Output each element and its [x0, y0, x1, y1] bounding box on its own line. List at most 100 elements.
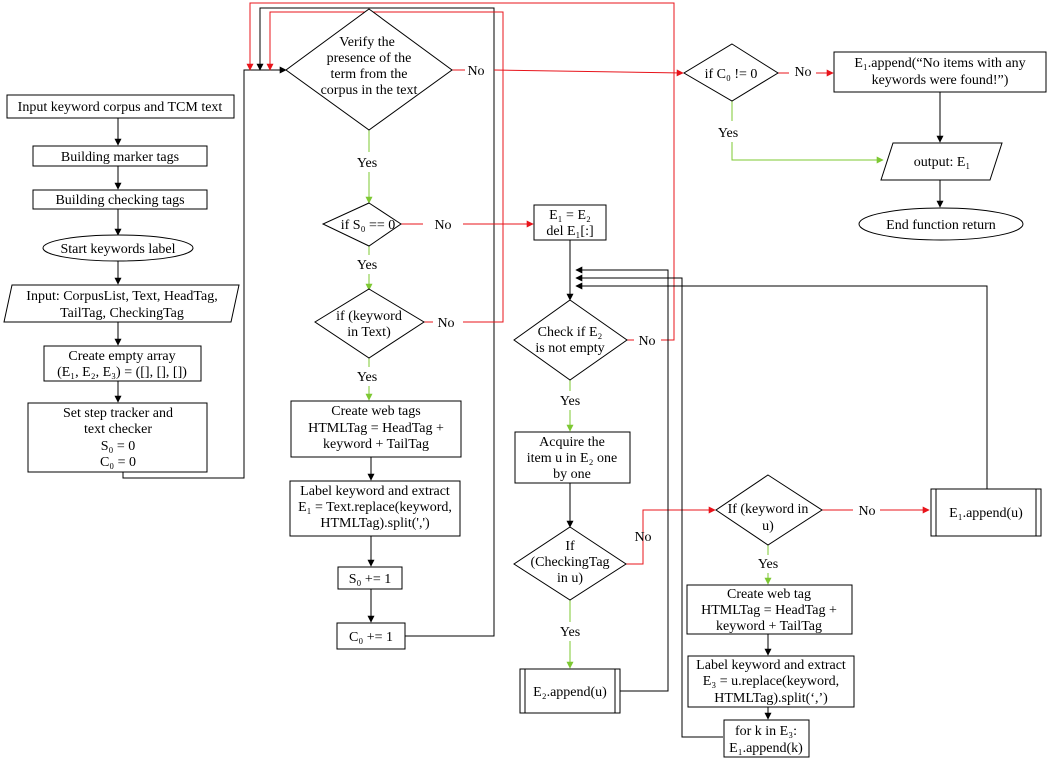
node-if-keyword-u-l2: u) [762, 519, 774, 534]
node-create-web-tags-l1: Create web tags [331, 404, 420, 419]
node-output-label: output: E₁ [914, 155, 971, 170]
node-if-checking-tag: If (CheckingTag in u) [513, 526, 627, 601]
node-if-keyword-text-l2: in Text) [347, 325, 391, 340]
node-acquire-item-l3: by one [553, 467, 591, 482]
node-create-array: Create empty array (E₁, E₂, E₃) = ([], [… [43, 345, 202, 382]
node-acquire-item-l2: item u in E₂ one [527, 451, 617, 466]
node-e1-append-msg: E₁.append(“No items with any keywords we… [833, 51, 1047, 93]
arrow-kw-no-b [266, 11, 504, 323]
node-start-label: Start keywords label [42, 234, 194, 262]
node-check-e2-l2: is not empty [535, 341, 604, 356]
label-check-no: No [638, 334, 655, 349]
node-if-checking-tag-l3: in u) [557, 571, 583, 586]
node-marker-tags: Building marker tags [32, 145, 208, 167]
node-if-c0: if C₀ != 0 [683, 43, 779, 102]
node-create-web-tag-2: Create web tag HTMLTag = HeadTag + keywo… [686, 584, 853, 635]
arrow-e2append-loop [575, 266, 669, 692]
node-step-tracker-l4: C₀ = 0 [100, 455, 136, 470]
node-label-extract-2-l3: HTMLTag).split(‘,’) [714, 691, 828, 706]
node-for-k: for k in E₃: E₁.append(k) [723, 719, 810, 758]
node-input-params-l2: TailTag, CheckingTag [60, 306, 184, 321]
connectors [114, 2, 988, 738]
node-label-extract-2-l2: E₃ = u.replace(keyword, [703, 674, 839, 689]
node-end: End function return [858, 207, 1024, 241]
arrow-c0-yes-b [731, 142, 884, 164]
node-e1-append-u: E₁.append(u) [930, 488, 1042, 537]
node-step-tracker-l1: Set step tracker and [63, 406, 173, 421]
node-label-extract-1-l3: HTMLTag).split(',') [320, 516, 430, 531]
node-check-e2: Check if E₂ is not empty [513, 299, 628, 381]
label-s0-yes: Yes [357, 258, 377, 273]
arrow-verify-no-b [493, 69, 684, 77]
node-label-extract-1-l2: E₁ = Text.replace(keyword, [298, 500, 452, 515]
node-label-extract-1-l1: Label keyword and extract [300, 484, 450, 499]
node-e2-append-label: E₂.append(u) [533, 685, 607, 700]
node-for-k-l2: E₁.append(k) [729, 741, 803, 756]
node-e1-append-msg-l2: keywords were found!”) [872, 73, 1009, 88]
node-e1-eq-e2-l2: del E₁[:] [546, 224, 593, 239]
label-c0-no: No [794, 65, 811, 80]
node-if-s0-label: if S₀ == 0 [341, 218, 396, 233]
node-input-corpus-label: Input keyword corpus and TCM text [18, 100, 223, 115]
node-create-web-tag-2-l2: HTMLTag = HeadTag + [701, 603, 837, 618]
node-verify-term-l4: corpus in the text [321, 83, 418, 98]
node-create-web-tags: Create web tags HTMLTag = HeadTag + keyw… [290, 400, 462, 458]
node-verify-term-l2: presence of the [327, 51, 412, 66]
label-kw-no: No [437, 316, 454, 331]
label-verify-yes: Yes [357, 156, 377, 171]
node-step-tracker: Set step tracker and text checker S₀ = 0… [27, 402, 208, 473]
label-s0-no: No [434, 218, 451, 233]
node-acquire-item-l1: Acquire the [539, 435, 605, 450]
node-s0-inc: S₀ += 1 [337, 566, 403, 590]
label-verify-no: No [467, 64, 484, 79]
node-create-web-tag-2-l1: Create web tag [727, 587, 811, 602]
label-c0-yes: Yes [718, 126, 738, 141]
node-input-corpus: Input keyword corpus and TCM text [6, 94, 235, 119]
node-verify-term-l3: term from the [331, 67, 408, 82]
node-if-keyword-text: if (keyword in Text) [314, 288, 425, 359]
node-e1-append-u-label: E₁.append(u) [949, 506, 1023, 521]
node-step-tracker-l2: text checker [84, 422, 152, 437]
node-e1-eq-e2: E₁ = E₂ del E₁[:] [533, 204, 607, 241]
node-acquire-item: Acquire the item u in E₂ one by one [514, 431, 631, 484]
node-e2-append: E₂.append(u) [519, 668, 621, 714]
label-ct-yes: Yes [560, 625, 580, 640]
node-e1-append-msg-l1: E₁.append(“No items with any [854, 56, 1025, 71]
arrow-for-loop [575, 274, 723, 738]
node-if-checking-tag-l1: If [565, 539, 575, 554]
node-output: output: E₁ [880, 142, 1003, 181]
node-for-k-l1: for k in E₃: [735, 724, 797, 739]
node-create-web-tag-2-l3: keyword + TailTag [716, 619, 822, 634]
node-label-extract-2-l1: Label keyword and extract [696, 658, 846, 673]
node-label-extract-1: Label keyword and extract E₁ = Text.repl… [289, 480, 461, 537]
node-create-array-l2: (E₁, E₂, E₃) = ([], [], []) [57, 365, 187, 380]
label-ct-no: No [634, 530, 651, 545]
node-s0-inc-label: S₀ += 1 [349, 572, 391, 587]
node-label-extract-2: Label keyword and extract E₃ = u.replace… [687, 655, 855, 708]
node-if-s0: if S₀ == 0 [321, 202, 402, 247]
node-verify-term-l1: Verify the [339, 35, 395, 50]
label-kwu-no: No [858, 504, 875, 519]
node-input-params: Input: CorpusList, Text, HeadTag, TailTa… [3, 284, 240, 323]
node-create-array-l1: Create empty array [68, 349, 175, 364]
node-checking-tags-label: Building checking tags [55, 193, 184, 208]
node-if-checking-tag-l2: (CheckingTag [530, 555, 609, 570]
arrow-check-no-b [246, 2, 675, 341]
node-step-tracker-l3: S₀ = 0 [101, 439, 136, 454]
node-end-label: End function return [886, 218, 996, 233]
node-marker-tags-label: Building marker tags [61, 150, 179, 165]
node-verify-term: Verify the presence of the term from the… [285, 8, 453, 131]
node-c0-inc: C₀ += 1 [336, 622, 406, 650]
node-check-e2-l1: Check if E₂ [538, 325, 603, 340]
arrow-c0-loop [256, 7, 495, 637]
node-create-web-tags-l3: keyword + TailTag [323, 437, 429, 452]
arrow-ct-no [626, 506, 716, 565]
node-if-c0-label: if C₀ != 0 [705, 67, 758, 82]
node-create-web-tags-l2: HTMLTag = HeadTag + [308, 421, 444, 436]
node-if-keyword-text-l1: if (keyword [336, 309, 402, 324]
node-if-keyword-u: If (keyword in u) [715, 474, 823, 546]
label-check-yes: Yes [560, 394, 580, 409]
arrow-e1append-loop [575, 282, 988, 489]
node-e1-eq-e2-l1: E₁ = E₂ [549, 208, 591, 223]
